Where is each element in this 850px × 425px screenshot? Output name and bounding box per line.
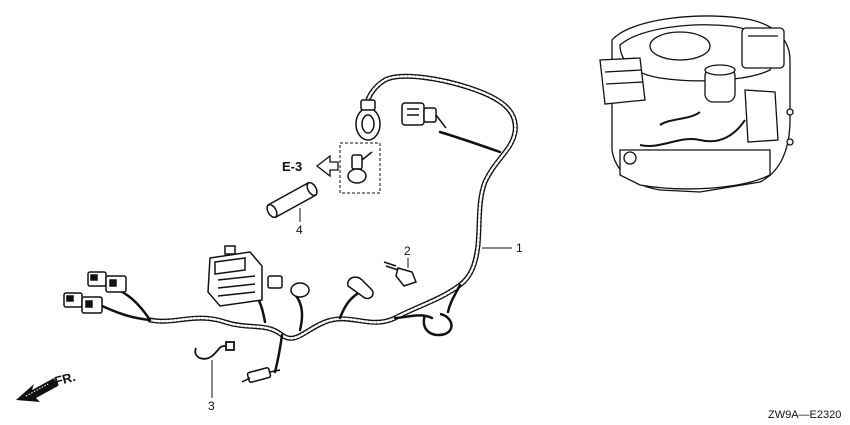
callout-4: 4 xyxy=(296,223,303,237)
sensor-probe xyxy=(241,367,281,383)
callout-3: 3 xyxy=(208,399,215,413)
small-plug xyxy=(267,275,310,298)
clip-part-3 xyxy=(194,341,235,360)
reference-arrow xyxy=(315,154,339,178)
regulator-block xyxy=(207,245,263,307)
front-label: FR. xyxy=(53,369,77,389)
diagram-code: ZW9A—E2320 xyxy=(768,409,841,421)
callout-1: 1 xyxy=(516,241,523,255)
left-connector-lower xyxy=(63,292,103,314)
grommet-connector xyxy=(355,99,381,141)
callout-2: 2 xyxy=(404,244,411,258)
engine-locator xyxy=(599,15,794,193)
callout-leaders xyxy=(211,208,512,398)
reference-label: E-3 xyxy=(282,159,302,174)
left-connector-upper xyxy=(87,271,127,293)
coupler-connector xyxy=(401,102,447,129)
harness-loop-clip xyxy=(422,312,453,337)
wire-harness xyxy=(98,73,518,374)
front-arrow-icon xyxy=(16,378,58,402)
switch-inset xyxy=(339,142,381,194)
tube-part-4 xyxy=(266,181,318,219)
bolt-part-2 xyxy=(383,261,417,287)
harness-clip xyxy=(347,276,374,300)
